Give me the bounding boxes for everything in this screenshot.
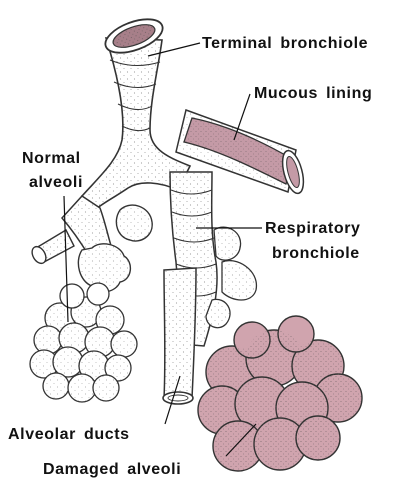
label-alveolar-ducts: Alveolar ducts — [8, 424, 130, 445]
label-mucous-lining: Mucous lining — [254, 83, 372, 104]
label-respiratory-bronchiole-line1: Respiratory — [265, 218, 361, 239]
label-respiratory-bronchiole-line2: bronchiole — [272, 243, 360, 264]
label-normal-alveoli-line1: Normal — [22, 148, 81, 169]
label-normal-alveoli-line2: alveoli — [29, 172, 83, 193]
label-terminal-bronchiole: Terminal bronchiole — [202, 33, 368, 54]
damaged-alveoli-cluster — [198, 316, 362, 471]
normal-alveoli-cluster — [30, 283, 137, 402]
label-damaged-alveoli: Damaged alveoli — [43, 459, 181, 480]
